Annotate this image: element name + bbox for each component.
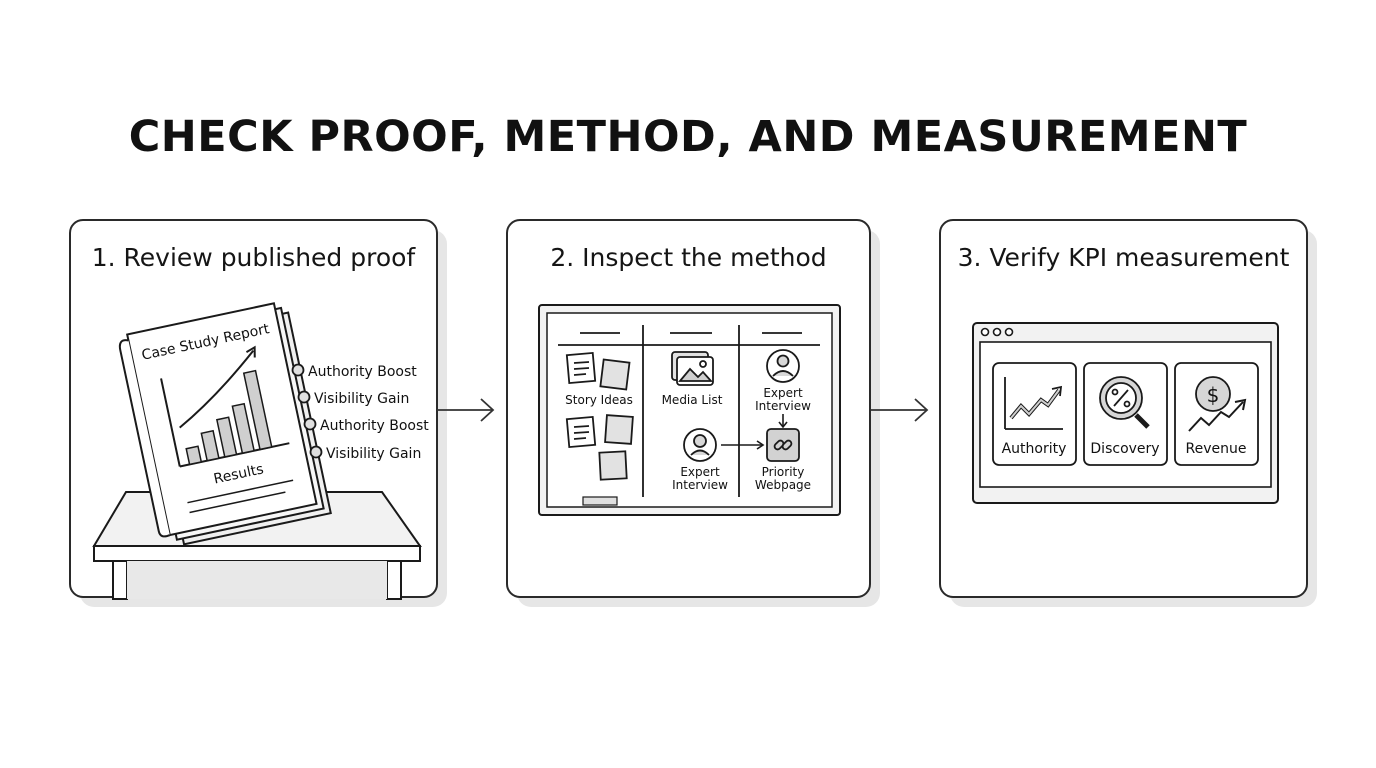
arrow-right-icon <box>871 398 929 422</box>
arrow-right-icon <box>721 440 765 450</box>
expert-interview-bottom-label: Expert <box>680 465 720 479</box>
step-panel-verify-kpi: 3. Verify KPI measurement Authority <box>939 219 1308 598</box>
svg-text:$: $ <box>1207 383 1220 407</box>
person-icon <box>683 428 717 462</box>
expert-interview-top-label: Expert <box>763 386 803 400</box>
result-tabs <box>291 363 323 459</box>
magnifier-percent-icon <box>1099 376 1150 429</box>
step-panel-review-proof: 1. Review published proof Case Study Rep… <box>69 219 438 600</box>
kpi-card-revenue <box>1174 362 1259 466</box>
step-2-title: 2. Inspect the method <box>550 243 827 272</box>
priority-webpage-label: Webpage <box>755 478 811 492</box>
kpi-label: Authority <box>1002 441 1067 457</box>
priority-webpage-label: Priority <box>762 465 805 479</box>
story-ideas-label: Story Ideas <box>565 393 633 407</box>
expert-interview-top-label: Interview <box>755 399 811 413</box>
kpi-label: Revenue <box>1186 441 1247 457</box>
report-illustration: Case Study Report Results Authority Boos… <box>92 302 429 600</box>
expert-interview-bottom-label: Interview <box>672 478 728 492</box>
person-icon <box>766 349 800 383</box>
step-1-title: 1. Review published proof <box>91 243 416 272</box>
arrow-right-icon <box>437 398 495 422</box>
case-study-report-icon: Case Study Report Results <box>118 302 332 546</box>
step-3-title: 3. Verify KPI measurement <box>957 243 1290 272</box>
image-gallery-icon <box>671 351 714 386</box>
dollar-growth-icon: $ <box>1188 376 1247 432</box>
arrow-down-icon <box>778 414 788 429</box>
tab-label: Visibility Gain <box>314 391 409 407</box>
tab-label: Authority Boost <box>320 418 429 434</box>
tab-label: Visibility Gain <box>326 446 421 462</box>
link-icon <box>766 428 800 462</box>
media-list-label: Media List <box>662 393 723 407</box>
kpi-label: Discovery <box>1090 441 1159 457</box>
eraser-icon <box>582 496 618 506</box>
method-board-illustration: Story Ideas Media List Expert Interview … <box>538 304 841 516</box>
sticky-notes-icon <box>565 351 634 481</box>
tab-label: Authority Boost <box>308 364 417 380</box>
kpi-dashboard-illustration: Authority Discovery $ Revenue <box>972 322 1279 504</box>
trend-up-chart-icon <box>1004 377 1063 430</box>
page-title: CHECK PROOF, METHOD, AND MEASUREMENT <box>128 112 1248 162</box>
step-panel-inspect-method: 2. Inspect the method St <box>506 219 871 598</box>
